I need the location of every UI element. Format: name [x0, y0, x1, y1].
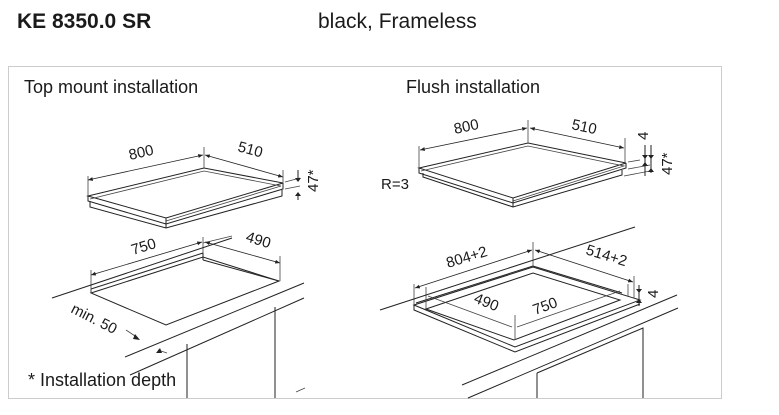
cutout-inner-width-label: 750 — [531, 294, 560, 319]
flush-title: Flush installation — [406, 77, 540, 97]
flush-hob-depth-label: 510 — [570, 116, 598, 138]
cutout-outer-depth-label: 514+2 — [584, 242, 629, 271]
flush-panel: Flush installation 800 510 R=3 4 47* — [379, 77, 679, 399]
hob-width-label: 800 — [127, 142, 155, 164]
model-variant: black, Frameless — [318, 10, 477, 33]
cutout-outer-width-label: 804+2 — [444, 243, 489, 272]
model-number: KE 8350.0 SR — [17, 10, 152, 33]
flush-hob-drawing — [417, 120, 654, 208]
cutout-depth-label: 490 — [244, 229, 273, 253]
min-edge-label: min. 50 — [68, 300, 120, 337]
top-mount-cutout-drawing — [51, 235, 306, 398]
footnote: * Installation depth — [28, 370, 176, 390]
top-mount-panel: Top mount installation 800 510 47* — [24, 77, 322, 398]
rebate-depth-label: 4 — [645, 290, 662, 298]
flush-hob-width-label: 800 — [452, 116, 480, 138]
radius-label: R=3 — [381, 176, 409, 193]
top-mount-title: Top mount installation — [24, 77, 198, 97]
hob-depth-label: 510 — [236, 138, 265, 161]
cutout-width-label: 750 — [129, 235, 158, 259]
glass-thickness-label: 4 — [635, 132, 652, 140]
flush-install-depth-label: 47* — [659, 152, 676, 175]
cutout-inner-depth-label: 490 — [472, 290, 502, 315]
install-depth-label: 47* — [305, 169, 322, 192]
top-mount-hob-drawing — [86, 147, 301, 229]
flush-cutout-drawing — [379, 226, 679, 399]
diagram-frame — [8, 66, 722, 399]
